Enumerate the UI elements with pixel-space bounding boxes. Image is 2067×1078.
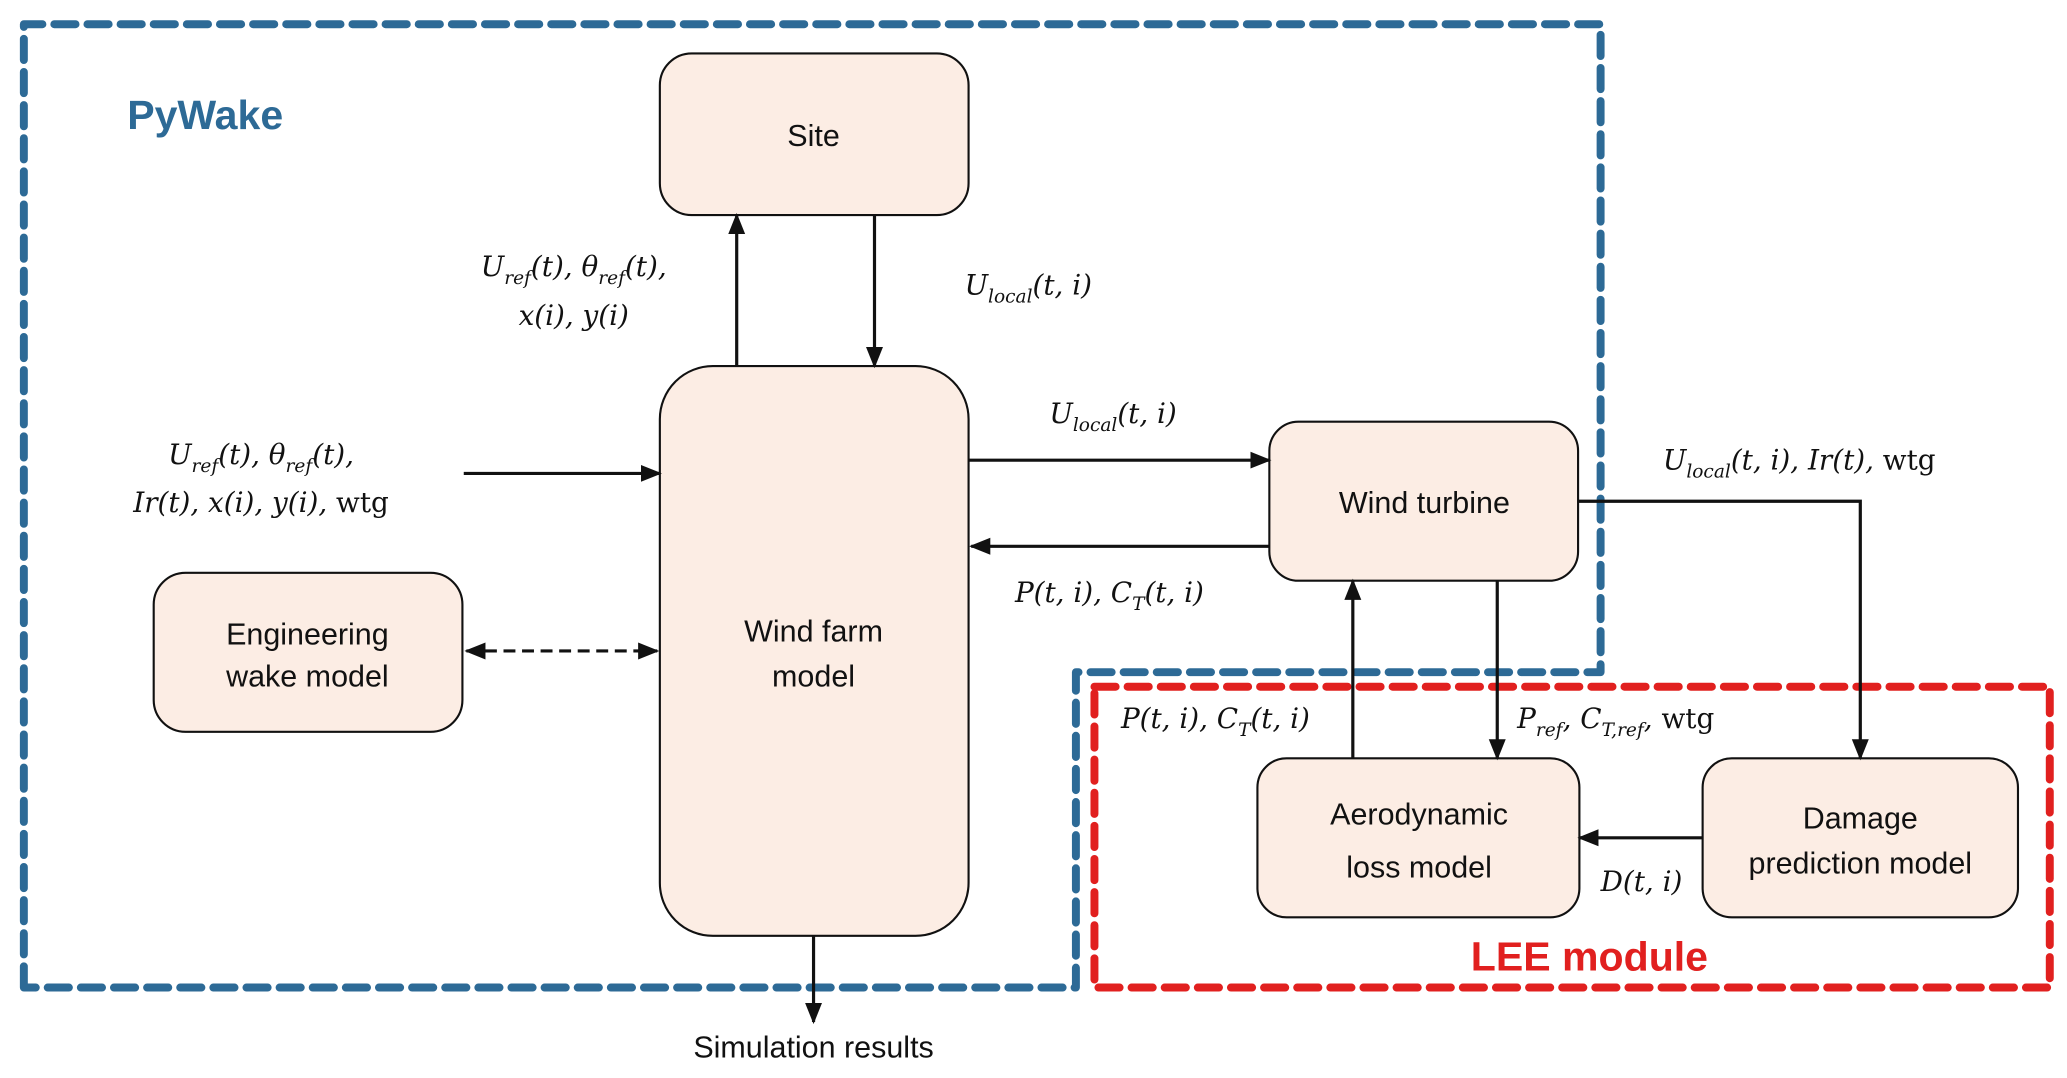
site-to-farm-label: Ulocal(t, i) [965, 269, 1092, 308]
aerodynamic-loss-model-block[interactable]: Aerodynamic loss model [1256, 757, 1581, 919]
pywake-region-border [19, 20, 1605, 992]
wind-farm-model-block[interactable]: Wind farm model [658, 365, 970, 937]
turbine-to-farm-label: P(t, i), CT(t, i) [1014, 576, 1204, 615]
lee-region-border [1090, 682, 2054, 992]
turbine-to-damage-label: Ulocal(t, i), Ir(t), wtg [1663, 443, 1936, 482]
input-label-line1: Uref(t), θref(t), [168, 438, 354, 477]
simulation-results-label: Simulation results [693, 1031, 933, 1065]
aero-label-line2: loss model [1346, 851, 1492, 885]
input-label-line2: Ir(t), x(i), y(i), wtg [132, 486, 389, 519]
turbine-to-aero-label: Pref, CT,ref, wtg [1516, 702, 1714, 741]
farm-to-turbine-label: Ulocal(t, i) [1049, 397, 1176, 436]
damage-prediction-model-block[interactable]: Damage prediction model [1701, 757, 2020, 919]
wake-label-line2: wake model [225, 660, 389, 694]
aero-label-line1: Aerodynamic [1330, 798, 1508, 832]
wake-label-line1: Engineering [226, 617, 389, 651]
engineering-wake-model-block[interactable]: Engineering wake model [152, 571, 464, 733]
aero-to-turbine-label: P(t, i), CT(t, i) [1120, 702, 1310, 741]
lee-module-title: LEE module [1471, 933, 1708, 979]
farm-to-site-label-line1: Uref(t), θref(t), [481, 250, 667, 289]
turbine-to-damage-arrow [1578, 499, 1869, 761]
damage-label-line1: Damage [1803, 802, 1918, 836]
site-label: Site [787, 119, 840, 153]
wind-farm-label-line1: Wind farm [744, 615, 883, 649]
site-block[interactable]: Site [658, 52, 970, 217]
damage-label-line2: prediction model [1749, 847, 1973, 881]
wind-turbine-block[interactable]: Wind turbine [1268, 420, 1580, 582]
farm-to-site-label-line2: x(i), y(i) [519, 299, 629, 332]
damage-to-aero-label: D(t, i) [1600, 865, 1683, 898]
turbine-label: Wind turbine [1339, 486, 1510, 520]
pywake-title: PyWake [127, 92, 283, 138]
wind-farm-label-line2: model [772, 660, 855, 694]
